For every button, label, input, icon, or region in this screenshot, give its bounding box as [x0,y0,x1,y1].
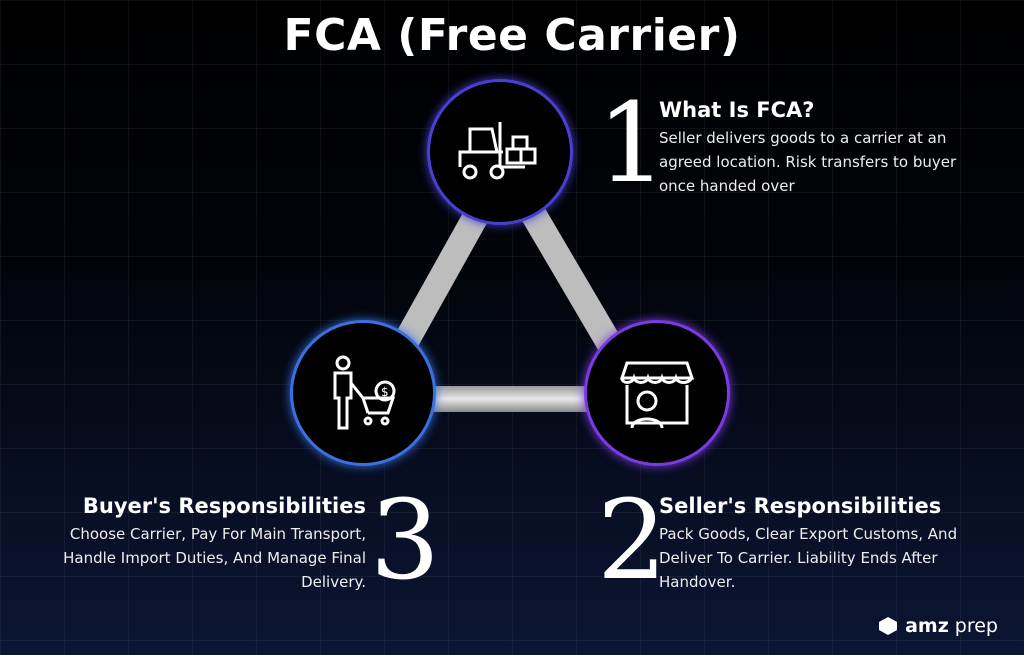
step-heading: Buyer's Responsibilities [82,494,366,518]
circle-what-is-fca [427,79,573,225]
circle-seller [584,320,730,466]
step-number-3: 3 [370,476,440,604]
svg-text:$: $ [381,385,389,399]
step-heading: What Is FCA? [659,98,815,122]
connector-bottom [420,386,610,412]
step-seller-responsibilities: Seller's Responsibilities Pack Goods, Cl… [659,494,989,594]
logo-brand-bold: amz [905,615,949,637]
step-number-1: 1 [597,79,667,207]
step-text: Seller delivers goods to a carrier at an… [659,129,957,195]
step-what-is-fca: What Is FCA? Seller delivers goods to a … [659,98,989,198]
step-text: Choose Carrier, Pay For Main Transport, … [63,525,366,591]
amz-prep-logo: amz prep [877,615,998,637]
forklift-icon [458,122,537,180]
step-text: Pack Goods, Clear Export Customs, And De… [659,525,958,591]
step-heading: Seller's Responsibilities [659,494,942,518]
amz-logo-icon [879,617,898,635]
storefront-seller-icon [619,361,695,429]
buyer-cart-icon: $ [333,355,396,430]
step-buyer-responsibilities: Buyer's Responsibilities Choose Carrier,… [40,494,366,594]
step-number-2: 2 [597,476,667,604]
circle-buyer: $ [290,320,436,466]
page-title: FCA (Free Carrier) [283,10,741,61]
logo-brand-light: prep [954,615,998,637]
